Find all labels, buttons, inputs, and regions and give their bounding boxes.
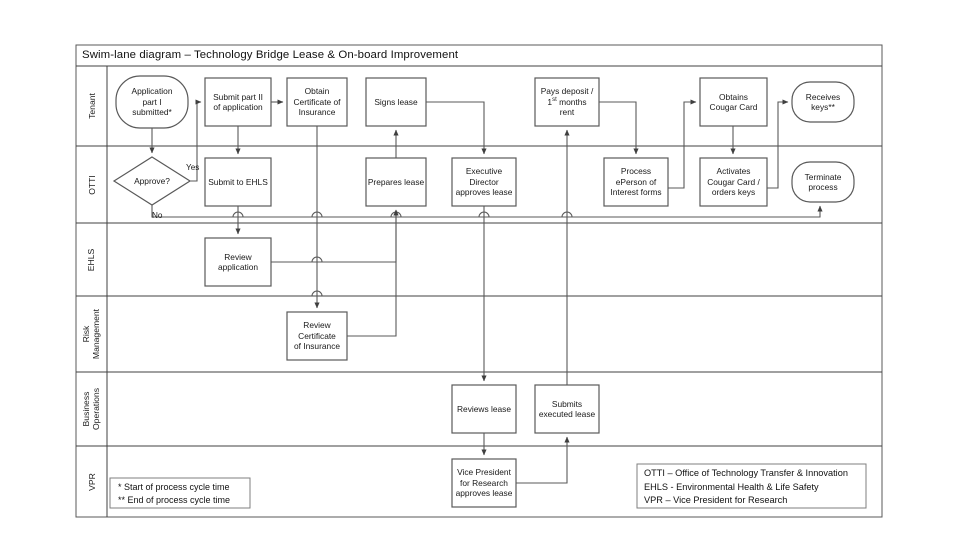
edge-n4-to-n11 [426,101,487,155]
node-signs-lease[interactable]: Signs lease [374,96,418,107]
lane-header-otti: OTTI [76,146,107,223]
node-vice-president-for-research-approves-lease[interactable]: Vice President for Research approves lea… [455,467,513,499]
node-n10-shape [365,157,427,207]
cycle-time-note: * Start of process cycle time ** End of … [118,482,231,505]
node-process-eperson-of-interest-forms[interactable]: Process ePerson of Interest forms [610,166,662,198]
node-obtains-cougar-card[interactable]: Obtains Cougar Card [709,91,758,112]
edge-label-yes: Yes [186,163,200,172]
node-terminate-process[interactable]: Terminate process [804,171,842,192]
node-n5-shape [534,77,600,127]
lane-label-tenant: Tenant [86,93,97,119]
node-obtain-certificate-of-insurance[interactable]: Obtain Certificate of Insurance [293,86,341,118]
edge-label-no: No [152,211,163,220]
node-approve-decision[interactable]: Approve? [134,175,170,186]
lane-header-tenant: Tenant [76,66,107,146]
edge-n8-no-to-n14 [151,205,823,218]
node-n6-shape [699,77,768,127]
node-submit-to-ehls[interactable]: Submit to EHLS [208,176,268,187]
abbreviations-note-box [636,463,867,509]
node-activates-cougar-card-orders-keys[interactable]: Activates Cougar Card / orders keys [707,166,760,198]
lane-label-business-operations: Business Operations [81,387,102,431]
node-review-application[interactable]: Review application [217,251,259,272]
cycle-time-note-box [109,477,251,509]
node-n16-shape [286,311,348,361]
node-n12-shape [603,157,669,207]
jump-arc-7 [311,256,323,263]
lane-label-ehls: EHLS [86,248,97,271]
lane-header-vpr: VPR [76,446,107,517]
lane-label-vpr: VPR [86,472,97,491]
edge-n8-yes-to-n2 [190,99,202,182]
lane-header-ehls: EHLS [76,223,107,296]
node-n11-shape [451,157,517,207]
node-submit-part-ii-of-application[interactable]: Submit part II of application [213,91,263,112]
lane-header-risk-management: Risk Management [76,296,107,372]
node-n14-shape [791,161,855,203]
jump-arc-6 [311,290,323,297]
edge-n16-to-n10 [347,209,399,337]
node-n13-shape [699,157,768,207]
node-n4-shape [365,77,427,127]
node-receives-keys[interactable]: Receives keys** [805,91,841,112]
lane-header-business-operations: Business Operations [76,372,107,446]
node-submits-executed-lease[interactable]: Submits executed lease [538,398,596,419]
node-reviews-lease[interactable]: Reviews lease [457,403,511,414]
node-n2-shape [204,77,272,127]
edge-n5-to-n12 [599,101,639,155]
lane-label-otti: OTTI [86,174,97,195]
node-n15-shape [204,237,272,287]
edge-n13-to-n7 [767,99,789,189]
lane-label-risk-management: Risk Management [81,308,102,360]
node-review-certificate-of-insurance[interactable]: Review Certificate of Insurance [293,320,341,352]
flow-connectors [149,99,823,484]
node-n19-shape [451,458,517,508]
edge-n12-to-n6 [668,99,697,189]
node-prepares-lease[interactable]: Prepares lease [367,176,425,187]
page-title: Swim-lane diagram – Technology Bridge Le… [82,49,459,61]
abbreviations-legend: OTTI – Office of Technology Transfer & I… [644,468,848,506]
note-boxes [109,463,867,509]
node-n18-shape [534,384,600,434]
node-n17-shape [451,384,517,434]
node-application-part-i-submitted[interactable]: Application part I submitted* [131,86,173,118]
node-n7-shape [791,81,855,123]
edge-n19-to-n18 [516,436,570,484]
node-executive-director-approves-lease[interactable]: Executive Director approves lease [455,166,513,198]
